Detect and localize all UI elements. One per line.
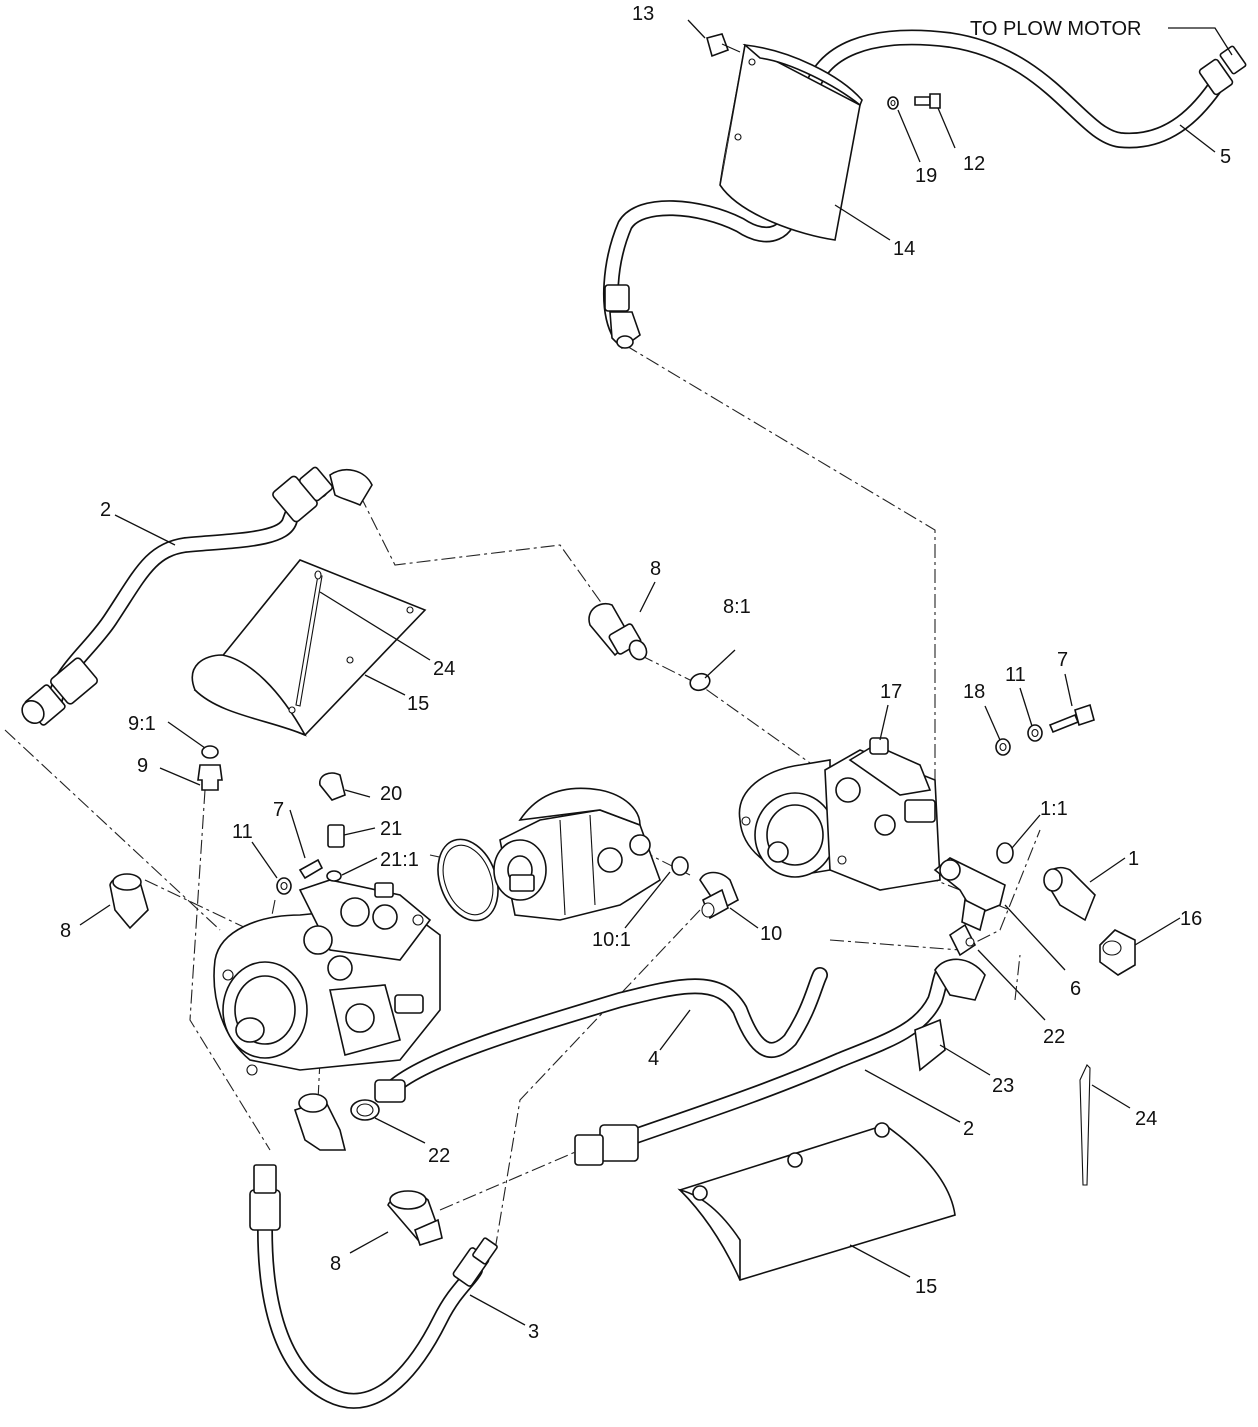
callout-15-upper: 15 xyxy=(407,693,429,715)
callout-9-1: 9:1 xyxy=(128,713,156,735)
callout-5: 5 xyxy=(1220,146,1231,168)
fitting-21 xyxy=(326,824,345,882)
callout-6: 6 xyxy=(1070,978,1081,1000)
callout-9: 9 xyxy=(137,755,148,777)
callout-22-left: 22 xyxy=(428,1145,450,1167)
callout-20: 20 xyxy=(380,783,402,805)
washer-19 xyxy=(887,96,899,110)
callout-2-upper: 2 xyxy=(100,499,111,521)
hose-shield-14 xyxy=(719,43,863,241)
callout-1-1: 1:1 xyxy=(1040,798,1068,820)
callout-19: 19 xyxy=(915,165,937,187)
motor-hardware xyxy=(995,703,1095,756)
hose-3 xyxy=(249,1164,498,1409)
callout-7-right: 7 xyxy=(1057,649,1068,671)
clamp-22-right xyxy=(948,923,977,957)
callout-15-lower: 15 xyxy=(915,1276,937,1298)
fitting-1 xyxy=(1043,866,1096,922)
callout-22-right: 22 xyxy=(1043,1026,1065,1048)
callout-7-left: 7 xyxy=(273,799,284,821)
cap-20 xyxy=(319,772,346,801)
callout-10: 10 xyxy=(760,923,782,945)
screw-12 xyxy=(914,93,941,109)
hose-2-upper xyxy=(21,466,373,726)
cable-tie-24-lower xyxy=(1079,1064,1091,1186)
callout-24-upper: 24 xyxy=(433,658,455,680)
leader-lines xyxy=(79,19,1233,1326)
callout-23: 23 xyxy=(992,1075,1014,1097)
fitting-9 xyxy=(197,745,223,791)
elbow-fitting-8-bottom xyxy=(387,1190,443,1247)
callout-16: 16 xyxy=(1180,908,1202,930)
elbow-fitting-8-top xyxy=(588,603,648,661)
callout-8-top: 8 xyxy=(650,558,661,580)
cap-16 xyxy=(1099,929,1136,976)
hydraulic-motor-17 xyxy=(738,737,941,891)
callout-4: 4 xyxy=(648,1048,659,1070)
callout-12: 12 xyxy=(963,153,985,175)
callout-11-right: 11 xyxy=(1005,664,1026,686)
gear-pump xyxy=(437,787,661,922)
oring-1-1 xyxy=(996,842,1014,864)
callout-11-left: 11 xyxy=(232,821,253,843)
elbow-fitting-8-left xyxy=(109,873,149,930)
elbow-fitting-10 xyxy=(699,871,740,920)
hydraulic-pump xyxy=(213,879,441,1076)
cable-tie-24-upper xyxy=(295,570,323,707)
callout-24-lower: 24 xyxy=(1135,1108,1157,1130)
callout-14: 14 xyxy=(893,238,915,260)
tee-fitting-6 xyxy=(933,857,1006,932)
callout-labels: TO PLOW MOTOR 13 12 19 5 14 2 24 15 8 8:… xyxy=(60,3,1231,1343)
callout-18: 18 xyxy=(963,681,985,703)
note-to-plow-motor: TO PLOW MOTOR xyxy=(970,18,1142,40)
callout-10-1: 10:1 xyxy=(592,929,631,951)
tee-fitting-bottom xyxy=(293,1093,347,1151)
callout-8-1: 8:1 xyxy=(723,596,751,618)
oring-10-1 xyxy=(671,856,689,876)
hose-2-lower xyxy=(574,958,986,1166)
hose-sleeve-15-lower xyxy=(677,1122,956,1281)
callout-8-left: 8 xyxy=(60,920,71,942)
callout-21-1: 21:1 xyxy=(380,849,419,871)
hose-5 xyxy=(603,29,1247,350)
callout-3: 3 xyxy=(528,1321,539,1343)
callout-17: 17 xyxy=(880,681,902,703)
clip-13 xyxy=(706,33,741,58)
callout-21: 21 xyxy=(380,818,402,840)
callout-13: 13 xyxy=(632,3,654,25)
callout-8-bottom: 8 xyxy=(330,1253,341,1275)
hose-4 xyxy=(374,967,828,1103)
bolt-7-left xyxy=(276,858,324,895)
clamp-22-left xyxy=(350,1099,380,1121)
callout-1: 1 xyxy=(1128,848,1139,870)
callout-2-lower: 2 xyxy=(963,1118,974,1140)
